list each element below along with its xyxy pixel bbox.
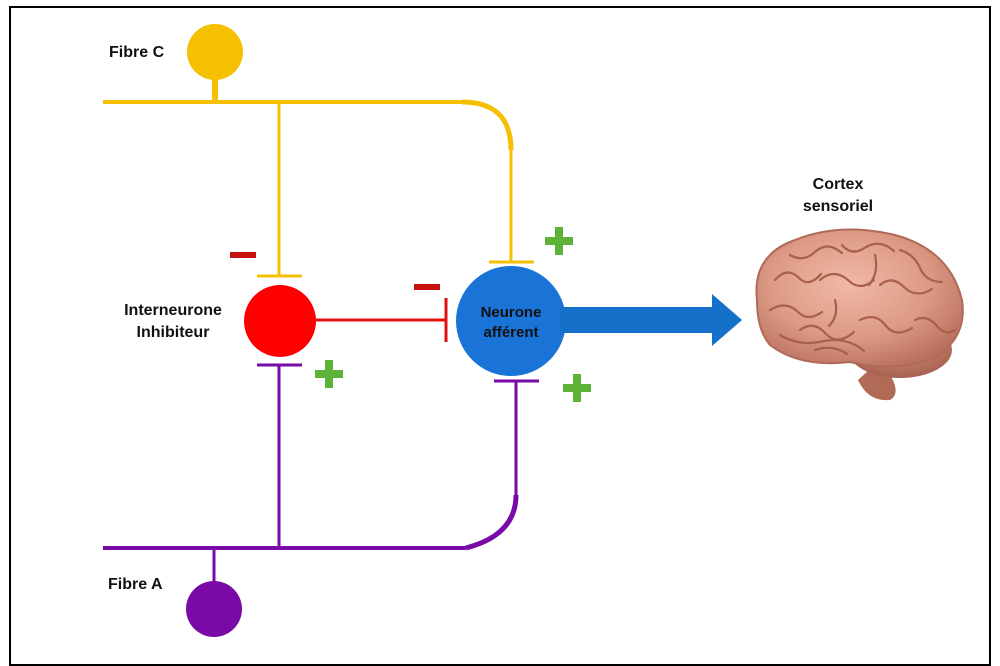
interneurone-soma xyxy=(244,285,316,357)
fibre-c-pathway xyxy=(103,24,534,278)
cortex-label-line1: Cortex xyxy=(813,176,864,193)
sign-inhibitory-neurone xyxy=(414,284,440,290)
fibre-a-label: Fibre A xyxy=(108,576,163,593)
interneurone-label-line2: Inhibiteur xyxy=(137,324,210,341)
fibre-a-soma xyxy=(186,581,242,637)
sign-excitatory-neurone-bottom xyxy=(563,374,591,402)
fibre-c-soma xyxy=(187,24,243,80)
brain-icon xyxy=(755,228,964,401)
sign-excitatory-interneurone xyxy=(315,360,343,388)
interneurone-label-line1: Interneurone xyxy=(124,302,222,319)
sign-inhibitory-interneurone xyxy=(230,252,256,258)
neurone-label-line2: afférent xyxy=(483,324,538,341)
inhibitory-link xyxy=(312,298,448,342)
neurone-afferent-soma xyxy=(456,266,566,376)
output-arrow xyxy=(560,294,742,346)
neurone-label-line1: Neurone xyxy=(481,304,542,321)
cortex-label-line2: sensoriel xyxy=(803,198,873,215)
sign-excitatory-neurone-top xyxy=(545,227,573,255)
fibre-c-curve xyxy=(461,99,514,151)
fibre-a-pathway xyxy=(103,363,539,637)
fibre-a-curve xyxy=(465,494,519,551)
fibre-c-label: Fibre C xyxy=(109,44,165,61)
